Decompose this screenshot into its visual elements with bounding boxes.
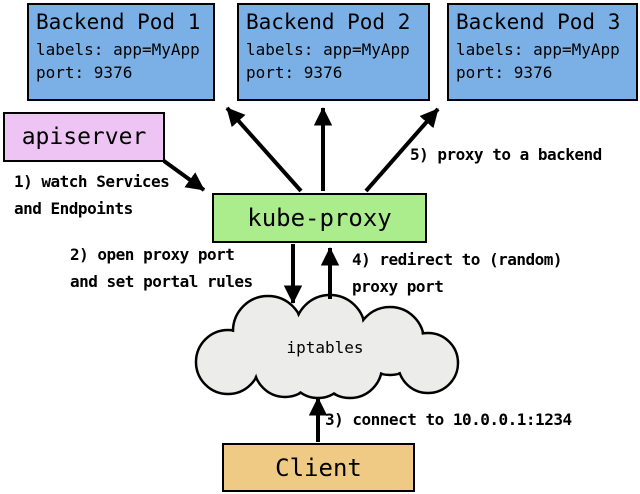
iptables-label: iptables <box>286 338 364 357</box>
backend-pod-2-port: port: 9376 <box>246 63 343 82</box>
annotation-step-2: 2) open proxy port and set portal rules <box>70 245 253 291</box>
backend-pod-3-box: Backend Pod 3 labels: app=MyApp port: 93… <box>447 3 638 101</box>
iptables-cloud-fill <box>197 296 457 397</box>
arrow-kube-proxy-to-pod-3 <box>364 107 440 193</box>
apiserver-label: apiserver <box>21 124 147 150</box>
backend-pod-1-box: Backend Pod 1 labels: app=MyApp port: 93… <box>27 3 215 101</box>
annotation-step-5: 5) proxy to a backend <box>410 145 602 164</box>
backend-pod-1-labels: labels: app=MyApp <box>36 40 200 59</box>
backend-pod-2-box: Backend Pod 2 labels: app=MyApp port: 93… <box>237 3 430 101</box>
annotation-step-4: 4) redirect to (random) proxy port <box>352 250 563 296</box>
arrow-apiserver-to-kube-proxy <box>162 159 206 192</box>
backend-pod-3-labels: labels: app=MyApp <box>456 40 620 59</box>
backend-pod-1-port: port: 9376 <box>36 63 133 82</box>
apiserver-box: apiserver <box>3 112 165 162</box>
backend-pod-2-title: Backend Pod 2 <box>246 10 411 34</box>
client-label: Client <box>275 453 362 482</box>
backend-pod-2-labels: labels: app=MyApp <box>246 40 410 59</box>
backend-pod-3-title: Backend Pod 3 <box>456 10 621 34</box>
backend-pod-3-port: port: 9376 <box>456 63 553 82</box>
annotation-step-1: 1) watch Services and Endpoints <box>14 172 170 218</box>
kube-proxy-box: kube-proxy <box>212 193 427 243</box>
kube-proxy-label: kube-proxy <box>247 204 392 232</box>
client-box: Client <box>222 443 415 492</box>
arrow-kube-proxy-to-pod-1 <box>225 106 303 193</box>
backend-pod-1-title: Backend Pod 1 <box>36 10 201 34</box>
annotation-step-3: 3) connect to 10.0.0.1:1234 <box>325 410 572 429</box>
